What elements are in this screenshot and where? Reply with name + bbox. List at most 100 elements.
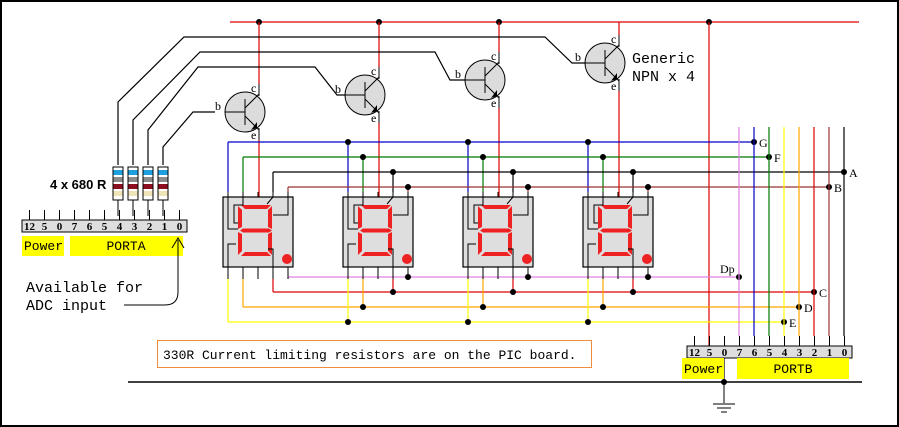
segment-a xyxy=(361,205,391,209)
resistor-band xyxy=(143,170,153,175)
bus-junction xyxy=(480,304,486,310)
porta-power-highlight xyxy=(22,236,64,256)
segment-label-g: G xyxy=(759,136,768,150)
header-pin-label: 7 xyxy=(737,347,743,359)
transistor-pin-b: b xyxy=(575,50,581,64)
transistor-pin-e: e xyxy=(611,79,616,93)
internal-trace xyxy=(467,243,476,267)
portb-highlight xyxy=(737,358,849,379)
segment-g xyxy=(600,228,632,233)
note-box xyxy=(157,340,592,368)
internal-trace xyxy=(626,196,634,205)
bus-junction xyxy=(630,289,636,295)
internal-trace xyxy=(233,197,244,224)
segment-dp xyxy=(402,254,412,264)
header-pin-label: 12 xyxy=(24,221,36,233)
header-pin-label: 3 xyxy=(797,347,803,359)
transistor-pin-e: e xyxy=(371,111,376,125)
collector-lead xyxy=(364,76,380,92)
segment-label-c: C xyxy=(819,286,827,300)
resistor-band xyxy=(113,184,123,189)
transistor-pin-b: b xyxy=(335,82,341,96)
header-pin-label: 6 xyxy=(752,347,758,359)
segment-label-dp: Dp xyxy=(720,262,735,276)
segment-g xyxy=(480,228,512,233)
segment-e xyxy=(238,232,242,255)
header-pin-label: 5 xyxy=(767,347,773,359)
header-pin-label: 5 xyxy=(42,221,48,233)
seven-segment-display xyxy=(222,192,294,279)
header-pin-label: 3 xyxy=(132,221,138,233)
segment-e xyxy=(598,232,602,255)
resistor-band xyxy=(128,170,138,175)
bus-junction xyxy=(360,154,366,160)
bus-junction xyxy=(480,154,486,160)
internal-trace xyxy=(353,197,364,224)
segment-a xyxy=(481,205,511,209)
segment-a xyxy=(601,205,631,209)
internal-trace xyxy=(266,196,274,205)
segment-d xyxy=(601,252,631,256)
internal-trace xyxy=(227,197,238,230)
segment-c xyxy=(628,232,632,255)
bus-junction xyxy=(600,304,606,310)
collector-lead xyxy=(604,44,620,60)
seven-segment-display xyxy=(582,192,654,279)
header-pin-label: 5 xyxy=(102,221,108,233)
transistor-pin-c: c xyxy=(251,81,256,95)
internal-trace xyxy=(347,197,358,230)
segment-g xyxy=(360,228,392,233)
seven-segment-display xyxy=(342,192,414,279)
adc-note-line1: Available for xyxy=(26,280,143,297)
base-wire xyxy=(117,36,585,165)
segment-e xyxy=(478,232,482,255)
internal-trace xyxy=(633,197,649,216)
transistor-pin-c: c xyxy=(371,64,376,78)
internal-trace xyxy=(587,197,598,230)
header-pin-label: 2 xyxy=(812,347,818,359)
transistor-pin-e: e xyxy=(491,96,496,110)
internal-trace xyxy=(467,197,478,230)
bus-junction xyxy=(525,184,531,190)
segment-c xyxy=(268,232,272,255)
base-wire xyxy=(162,111,215,165)
segment-d xyxy=(241,252,271,256)
adc-arrow-head-icon xyxy=(171,237,185,249)
resistor-icon xyxy=(142,166,154,216)
internal-trace xyxy=(347,243,356,267)
internal-trace xyxy=(513,197,529,216)
segment-d xyxy=(481,252,511,256)
resistor-band xyxy=(143,191,153,196)
resistor-icon xyxy=(157,166,169,216)
internal-trace xyxy=(273,197,289,216)
segment-label-f: F xyxy=(774,151,781,165)
segment-f xyxy=(598,206,602,229)
internal-trace xyxy=(508,248,514,267)
header-pin-label: 6 xyxy=(87,221,93,233)
resistor-band xyxy=(128,191,138,196)
bus-junction xyxy=(465,139,471,145)
segment-b xyxy=(628,206,632,229)
header-pin-label: 7 xyxy=(72,221,78,233)
resistor-band xyxy=(158,170,168,175)
bus-junction xyxy=(510,169,516,175)
collector-lead xyxy=(484,61,500,77)
segment-label-a: A xyxy=(849,166,858,180)
header-pin-label: 0 xyxy=(177,221,183,233)
adc-note-line2: ADC input xyxy=(26,298,107,315)
npn-transistor-icon: ceb xyxy=(215,81,266,142)
resistor-band xyxy=(158,177,168,182)
transistor-pin-c: c xyxy=(611,32,616,46)
base-wire xyxy=(147,66,345,165)
segment-c xyxy=(508,232,512,255)
segment-label-d: D xyxy=(804,301,813,315)
internal-trace xyxy=(386,196,394,205)
npn-transistor-icon: c e b xyxy=(335,64,386,125)
ground-symbol-icon xyxy=(713,382,735,413)
seven-segment-display xyxy=(462,192,534,279)
header-pin-label: 0 xyxy=(57,221,63,233)
resistor-icon xyxy=(112,166,124,216)
